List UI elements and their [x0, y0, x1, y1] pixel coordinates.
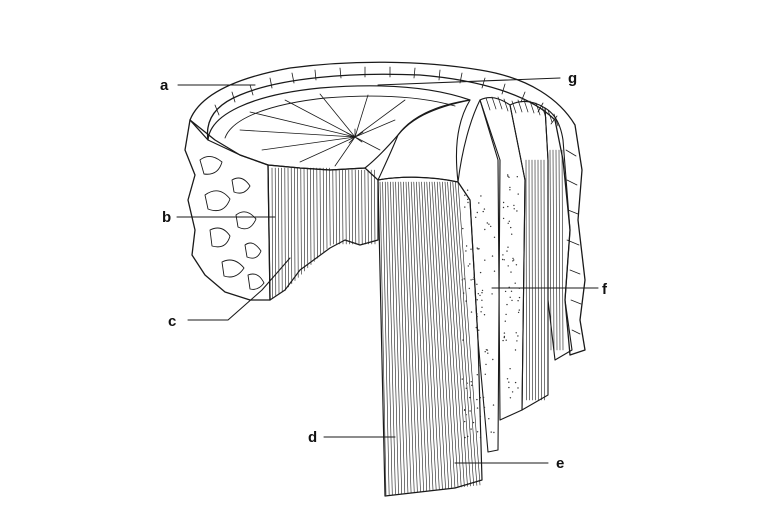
label-b: b: [162, 209, 171, 226]
label-c: c: [168, 313, 176, 330]
label-a: a: [160, 77, 169, 94]
label-d: d: [308, 429, 317, 446]
label-g: g: [568, 70, 577, 87]
label-e: e: [556, 455, 564, 472]
